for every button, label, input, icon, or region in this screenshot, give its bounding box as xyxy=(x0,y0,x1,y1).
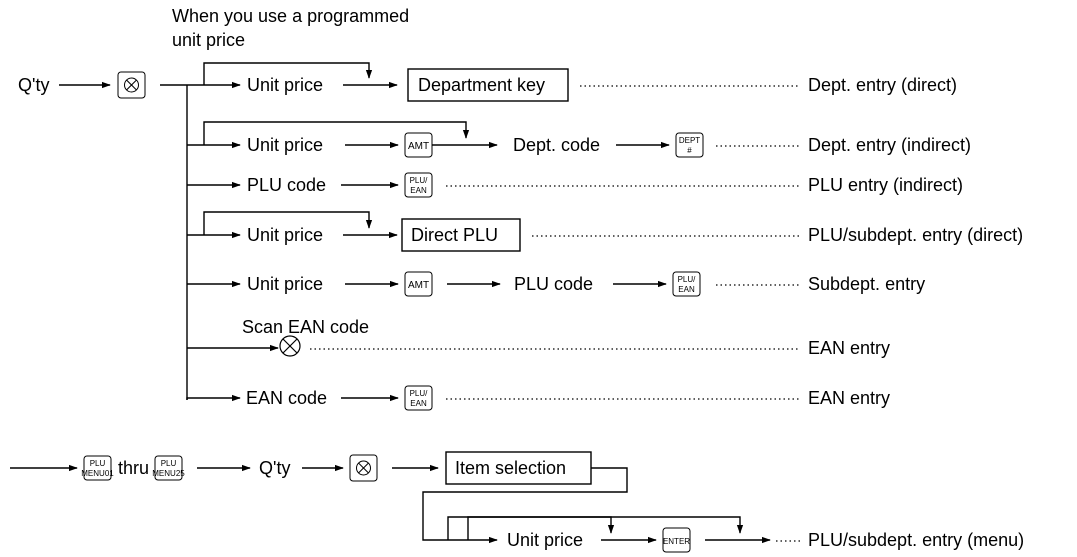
svg-text:MENU25: MENU25 xyxy=(152,469,185,478)
result-plu-indirect: PLU entry (indirect) xyxy=(808,175,963,195)
plu-code-label: PLU code xyxy=(514,274,593,294)
bypass-arrow xyxy=(203,211,373,235)
svg-text:EAN: EAN xyxy=(410,399,427,408)
plu-menu01-key[interactable]: PLU MENU01 xyxy=(81,455,114,481)
dept-code-label: Dept. code xyxy=(513,135,600,155)
bypass-arrow xyxy=(467,516,615,540)
svg-text:DEPT: DEPT xyxy=(679,136,700,145)
unit-price-label: Unit price xyxy=(247,135,323,155)
multiply-key[interactable] xyxy=(117,71,146,99)
unit-price-label: Unit price xyxy=(247,225,323,245)
result-subdept: Subdept. entry xyxy=(808,274,925,294)
result-plu-subdept-menu: PLU/subdept. entry (menu) xyxy=(808,530,1024,550)
loop-connector xyxy=(422,467,628,544)
result-ean-entry: EAN entry xyxy=(808,388,890,408)
scan-ean-label: Scan EAN code xyxy=(242,317,369,337)
qty-label: Q'ty xyxy=(259,458,290,478)
item-selection-label: Item selection xyxy=(455,458,566,478)
amt-key-label: AMT xyxy=(408,141,429,152)
result-plu-subdept-direct: PLU/subdept. entry (direct) xyxy=(808,225,1023,245)
item-selection-key[interactable] xyxy=(445,451,592,485)
plu-code-label: PLU code xyxy=(247,175,326,195)
plu-ean-key[interactable]: PLU/ EAN xyxy=(404,172,433,198)
amt-key[interactable]: AMT xyxy=(404,132,433,158)
enter-key-label: ENTER xyxy=(663,537,690,546)
svg-text:PLU/: PLU/ xyxy=(410,176,429,185)
arrow xyxy=(186,394,241,402)
multiply-key[interactable] xyxy=(349,454,378,482)
svg-text:PLU: PLU xyxy=(161,459,177,468)
direct-plu-key[interactable] xyxy=(401,218,521,252)
dept-key[interactable]: DEPT # xyxy=(675,132,704,158)
department-key[interactable] xyxy=(407,68,569,102)
thru-label: thru xyxy=(118,458,149,478)
svg-text:PLU/: PLU/ xyxy=(410,389,429,398)
svg-text:EAN: EAN xyxy=(410,186,427,195)
bypass-arrow xyxy=(203,62,373,85)
plu-menu25-key[interactable]: PLU MENU25 xyxy=(152,455,185,481)
unit-price-label: Unit price xyxy=(507,530,583,550)
svg-text:PLU: PLU xyxy=(90,459,106,468)
plu-ean-key[interactable]: PLU/ EAN xyxy=(672,271,701,297)
scan-icon xyxy=(279,335,301,357)
plu-ean-key[interactable]: PLU/ EAN xyxy=(404,385,433,411)
svg-text:EAN: EAN xyxy=(678,285,695,294)
bypass-arrow xyxy=(447,516,744,540)
amt-key-label: AMT xyxy=(408,280,429,291)
bypass-arrow xyxy=(203,121,470,145)
svg-text:MENU01: MENU01 xyxy=(81,469,114,478)
svg-text:PLU/: PLU/ xyxy=(678,275,697,284)
unit-price-label: Unit price xyxy=(247,274,323,294)
unit-price-label: Unit price xyxy=(247,75,323,95)
result-dept-direct: Dept. entry (direct) xyxy=(808,75,957,95)
direct-plu-label: Direct PLU xyxy=(411,225,498,245)
svg-text:#: # xyxy=(687,146,692,155)
result-dept-indirect: Dept. entry (indirect) xyxy=(808,135,971,155)
qty-label: Q'ty xyxy=(18,75,49,95)
department-key-label: Department key xyxy=(418,75,545,95)
ean-code-label: EAN code xyxy=(246,388,327,408)
enter-key[interactable]: ENTER xyxy=(662,527,691,553)
result-ean-entry: EAN entry xyxy=(808,338,890,358)
amt-key[interactable]: AMT xyxy=(404,271,433,297)
